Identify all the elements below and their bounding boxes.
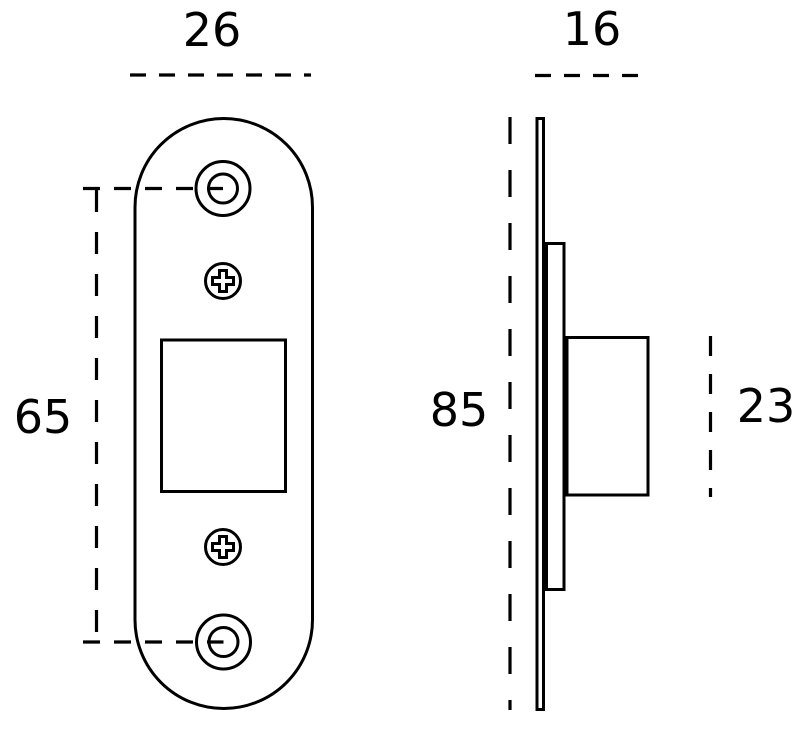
dim-label-hole-spacing: 65 [14, 390, 73, 444]
side-view [535, 117, 650, 711]
plate-outline [133, 117, 314, 710]
bottom-hole-countersink [195, 613, 252, 671]
latch-bolt-profile [565, 336, 650, 497]
dim-label-plate-height: 85 [430, 383, 489, 437]
dim-label-latch-height: 23 [737, 379, 796, 433]
front-view [133, 117, 314, 710]
lock-body-profile [545, 242, 566, 591]
dim-label-front-width: 26 [183, 3, 242, 57]
screw-head-circle [204, 528, 242, 566]
dimension-annotations: 26 16 65 85 23 [14, 2, 796, 710]
phillips-cross-icon [211, 535, 235, 559]
dim-label-side-depth: 16 [563, 2, 622, 56]
lower-phillips-screw [204, 528, 242, 566]
top-hole-countersink [194, 160, 252, 217]
latch-opening [160, 338, 287, 493]
faceplate-profile [535, 117, 545, 711]
phillips-cross-icon [211, 269, 235, 293]
upper-phillips-screw [204, 262, 242, 300]
screw-head-circle [204, 262, 242, 300]
